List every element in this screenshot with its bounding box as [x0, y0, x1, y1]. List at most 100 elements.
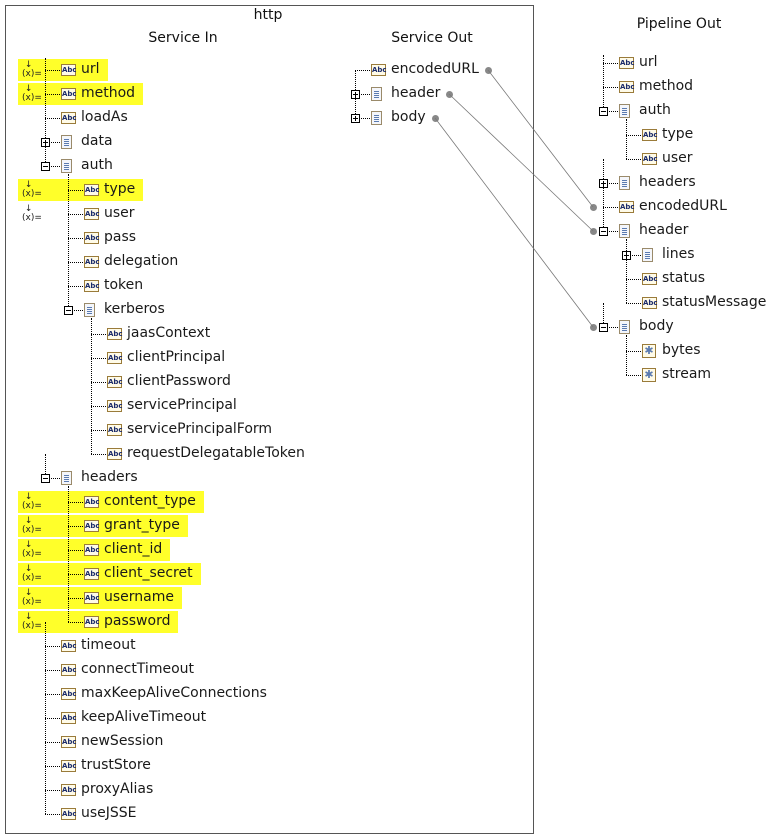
tree-connector — [45, 766, 60, 767]
collapse-toggle[interactable] — [599, 227, 608, 236]
tree-item-delegation[interactable]: delegation — [104, 253, 179, 269]
tree-item-status[interactable]: status — [662, 270, 706, 286]
tree-item-jaasContext[interactable]: jaasContext — [127, 325, 211, 341]
tree-connector — [355, 70, 356, 94]
tree-item-type[interactable]: type — [104, 181, 136, 197]
tree-item-headers[interactable]: headers — [639, 174, 696, 190]
tree-item-type[interactable]: type — [662, 126, 694, 142]
tree-connector — [68, 238, 83, 239]
tree-connector — [626, 119, 627, 159]
tree-item-bytes[interactable]: bytes — [662, 342, 701, 358]
tree-item-maxKeepAliveConnections[interactable]: maxKeepAliveConnections — [81, 685, 267, 701]
tree-item-client_secret[interactable]: client_secret — [104, 565, 193, 581]
mapped-variable-icon: ↓(x)= — [22, 516, 42, 535]
tree-connector — [603, 183, 604, 207]
tree-item-user[interactable]: user — [104, 205, 135, 221]
tree-item-client_id[interactable]: client_id — [104, 541, 163, 557]
highlight — [18, 491, 204, 513]
tree-connector — [45, 166, 60, 167]
tree-item-servicePrincipalForm[interactable]: servicePrincipalForm — [127, 421, 273, 437]
tree-item-timeout[interactable]: timeout — [81, 637, 136, 653]
tree-item-encodedURL[interactable]: encodedURL — [391, 61, 479, 77]
tree-connector — [626, 375, 641, 376]
tree-item-statusMessage[interactable]: statusMessage — [662, 294, 767, 310]
tree-item-lines[interactable]: lines — [662, 246, 695, 262]
tree-connector — [603, 303, 604, 327]
tree-item-body[interactable]: body — [639, 318, 674, 334]
tree-item-auth[interactable]: auth — [639, 102, 671, 118]
tree-item-header[interactable]: header — [391, 85, 441, 101]
tree-item-requestDelegatableToken[interactable]: requestDelegatableToken — [127, 445, 305, 461]
tree-item-pass[interactable]: pass — [104, 229, 137, 245]
string-field-icon: Abc — [84, 208, 100, 220]
tree-item-url[interactable]: url — [639, 54, 658, 70]
collapse-toggle[interactable] — [599, 107, 608, 116]
tree-item-data[interactable]: data — [81, 133, 113, 149]
tree-item-content_type[interactable]: content_type — [104, 493, 196, 509]
tree-connector — [603, 63, 618, 64]
string-field-icon: Abc — [107, 448, 123, 460]
string-field-icon: Abc — [84, 544, 100, 556]
tree-item-token[interactable]: token — [104, 277, 144, 293]
link-anchor[interactable] — [590, 204, 597, 211]
highlight — [18, 515, 188, 537]
string-field-icon: Abc — [84, 616, 100, 628]
service-in-title: Service In — [148, 30, 218, 46]
string-field-icon: Abc — [371, 64, 387, 76]
tree-connector — [45, 694, 46, 718]
map-link-header[interactable] — [448, 93, 594, 232]
string-field-icon: Abc — [107, 424, 123, 436]
tree-item-keepAliveTimeout[interactable]: keepAliveTimeout — [81, 709, 207, 725]
tree-item-trustStore[interactable]: trustStore — [81, 757, 151, 773]
tree-item-encodedURL[interactable]: encodedURL — [639, 198, 727, 214]
tree-item-connectTimeout[interactable]: connectTimeout — [81, 661, 194, 677]
link-anchor[interactable] — [590, 228, 597, 235]
document-icon — [61, 135, 72, 149]
link-anchor[interactable] — [590, 324, 597, 331]
tree-item-url[interactable]: url — [81, 61, 100, 77]
expand-toggle[interactable] — [351, 114, 360, 123]
string-field-icon: Abc — [107, 328, 123, 340]
tree-connector — [45, 742, 46, 766]
tree-item-method[interactable]: method — [639, 78, 694, 94]
tree-item-kerberos[interactable]: kerberos — [104, 301, 165, 317]
tree-item-newSession[interactable]: newSession — [81, 733, 164, 749]
tree-item-loadAs[interactable]: loadAs — [81, 109, 128, 125]
string-field-icon: Abc — [61, 760, 77, 772]
tree-connector — [626, 159, 641, 160]
tree-item-clientPassword[interactable]: clientPassword — [127, 373, 231, 389]
tree-item-username[interactable]: username — [104, 589, 174, 605]
tree-item-user[interactable]: user — [662, 150, 693, 166]
tree-item-method[interactable]: method — [81, 85, 136, 101]
tree-connector — [45, 454, 46, 478]
map-link-encodedURL[interactable] — [487, 69, 594, 208]
tree-connector — [68, 214, 83, 215]
collapse-toggle[interactable] — [41, 162, 50, 171]
tree-connector — [45, 694, 60, 695]
tree-item-servicePrincipal[interactable]: servicePrincipal — [127, 397, 237, 413]
tree-connector — [45, 814, 60, 815]
tree-item-grant_type[interactable]: grant_type — [104, 517, 180, 533]
string-field-icon: Abc — [61, 736, 77, 748]
tree-item-header[interactable]: header — [639, 222, 689, 238]
collapse-toggle[interactable] — [41, 474, 50, 483]
tree-item-stream[interactable]: stream — [662, 366, 712, 382]
tree-item-body[interactable]: body — [391, 109, 426, 125]
tree-connector — [45, 70, 60, 71]
tree-item-auth[interactable]: auth — [81, 157, 113, 173]
tree-item-proxyAlias[interactable]: proxyAlias — [81, 781, 154, 797]
tree-item-password[interactable]: password — [104, 613, 171, 629]
tree-item-headers[interactable]: headers — [81, 469, 138, 485]
tree-connector — [45, 718, 46, 742]
map-link-body[interactable] — [434, 117, 594, 328]
tree-connector — [626, 135, 641, 136]
string-field-icon: Abc — [61, 688, 77, 700]
mapped-variable-icon: ↓(x)= — [22, 540, 42, 559]
mapped-variable-icon: ↓(x)= — [22, 204, 42, 223]
tree-item-useJSSE[interactable]: useJSSE — [81, 805, 137, 821]
collapse-toggle[interactable] — [599, 323, 608, 332]
collapse-toggle[interactable] — [64, 306, 73, 315]
tree-item-clientPrincipal[interactable]: clientPrincipal — [127, 349, 226, 365]
tree-connector — [603, 87, 618, 88]
